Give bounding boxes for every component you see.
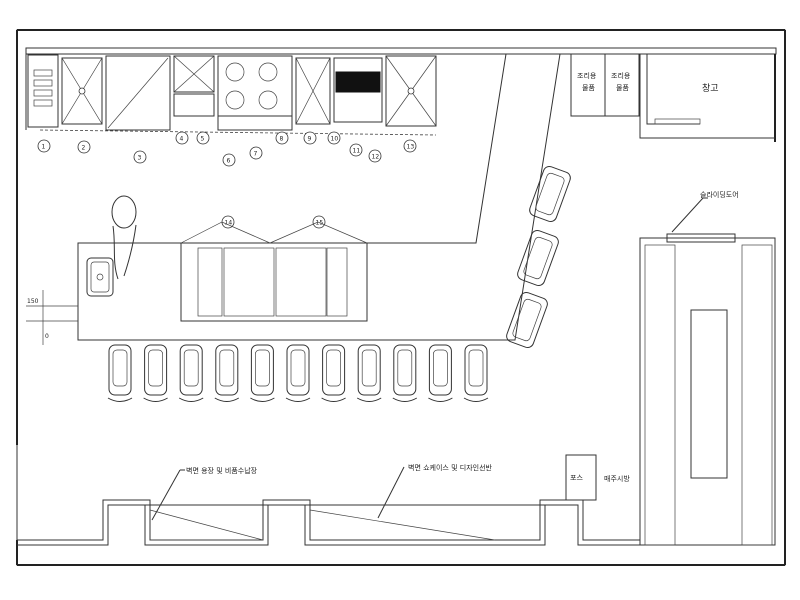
restroom-block: 슬라이딩도어 — [639, 190, 776, 546]
svg-text:물품: 물품 — [582, 84, 595, 92]
sliding-door — [666, 233, 736, 243]
bar-stool — [107, 344, 133, 402]
bar-stool — [285, 344, 311, 402]
fryer — [333, 57, 383, 123]
equipment-unit-2 — [61, 57, 103, 125]
wall-storage-cabinet — [144, 504, 269, 546]
equipment-unit-6 — [295, 57, 331, 125]
equipment-unit-4 — [173, 55, 215, 93]
pos-label: 포스 — [570, 474, 583, 482]
svg-text:10: 10 — [331, 136, 339, 143]
svg-text:4: 4 — [180, 136, 184, 143]
pos-station: 포스 매주시방 — [565, 454, 630, 501]
kitchen-supply-cabinet-1: 조리용 물품 — [570, 53, 606, 117]
bar-stool — [392, 344, 418, 402]
exterior-walls — [16, 29, 786, 566]
bar-stool — [321, 344, 346, 402]
prep-table — [105, 55, 171, 131]
under-counter-refrigerators — [180, 221, 368, 322]
bar-stool — [356, 344, 382, 402]
extension-label-2: 0 — [45, 333, 49, 340]
callout-6 — [222, 153, 236, 167]
svg-text:조리용: 조리용 — [611, 71, 631, 80]
callout-12 — [368, 149, 382, 163]
kitchen-equipment-row — [27, 54, 437, 136]
svg-text:1: 1 — [42, 144, 46, 151]
bottom-wall — [17, 499, 640, 546]
callout-13 — [403, 139, 417, 153]
bar-stool — [178, 344, 204, 402]
bar-stool — [463, 344, 489, 402]
callout-2 — [77, 140, 91, 154]
svg-text:조리용: 조리용 — [577, 71, 597, 80]
equipment-unit-8 — [385, 55, 437, 127]
callout-8 — [275, 131, 289, 145]
svg-text:8: 8 — [280, 136, 284, 143]
svg-text:6: 6 — [227, 158, 231, 165]
hand-sink — [86, 257, 114, 297]
leader-showcase: 벽면 쇼케이스 및 디자인선반 — [377, 463, 493, 519]
svg-text:2: 2 — [82, 145, 86, 152]
callout-3 — [133, 150, 147, 164]
callout-7 — [249, 146, 263, 160]
callout-5 — [196, 131, 210, 145]
kitchen-supply-cabinet-2: 조리용 물품 — [604, 53, 640, 117]
svg-text:14: 14 — [225, 220, 233, 227]
storage-room: 창고 — [639, 54, 775, 139]
svg-text:15: 15 — [316, 220, 324, 227]
bar-stools — [107, 344, 489, 402]
callout-9 — [303, 131, 317, 145]
svg-text:12: 12 — [372, 154, 380, 161]
callout-4 — [175, 131, 189, 145]
grill — [27, 54, 59, 128]
leader-storage-label: 벽면 용장 및 비품수납장 — [186, 466, 258, 475]
sliding-door-label: 슬라이딩도어 — [700, 190, 739, 199]
dimension-marks: 150 0 — [26, 290, 78, 345]
svg-text:11: 11 — [353, 148, 361, 155]
bar-stool — [250, 344, 275, 402]
callout-15 — [312, 215, 326, 229]
extension-label-1: 150 — [27, 298, 39, 305]
grill-grates — [33, 69, 53, 107]
counter-top — [77, 53, 561, 341]
area-label: 매주시방 — [604, 474, 630, 483]
equipment-callouts: 1 2 3 4 5 6 7 8 9 10 11 12 13 14 15 — [37, 131, 417, 229]
svg-text:13: 13 — [407, 144, 415, 151]
bar-stool — [214, 344, 240, 402]
svg-text:7: 7 — [254, 151, 258, 158]
storage-label: 창고 — [702, 83, 719, 94]
svg-text:5: 5 — [201, 136, 205, 143]
side-chairs — [506, 165, 571, 349]
callout-11 — [349, 143, 363, 157]
wall-showcase — [304, 504, 546, 546]
callout-10 — [327, 131, 341, 145]
leader-storage: 벽면 용장 및 비품수납장 — [151, 466, 258, 521]
bar-stool — [143, 344, 168, 402]
staff-figure — [111, 195, 137, 280]
bar-stool — [428, 344, 453, 402]
svg-text:3: 3 — [138, 155, 142, 162]
svg-text:9: 9 — [308, 136, 312, 143]
svg-text:물품: 물품 — [616, 84, 629, 92]
callout-1 — [37, 139, 51, 153]
leader-showcase-label: 벽면 쇼케이스 및 디자인선반 — [408, 463, 493, 472]
